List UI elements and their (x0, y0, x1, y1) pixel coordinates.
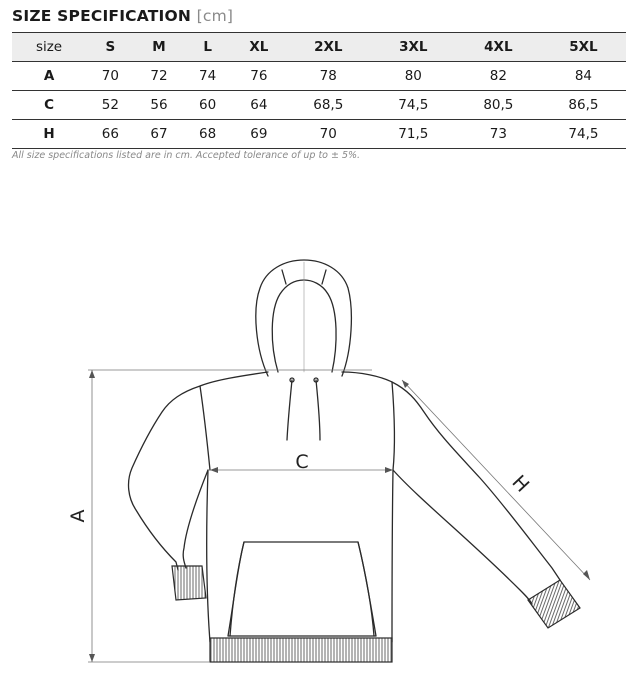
size-column-header: 4XL (455, 32, 541, 62)
table-cell: 76 (231, 61, 286, 91)
table-cell: 69 (231, 119, 286, 149)
table-cell: 66 (86, 119, 135, 149)
table-cell: 64 (231, 90, 286, 120)
table-cell: 80 (370, 61, 456, 91)
table-cell: 71,5 (370, 119, 456, 149)
size-table: size S M L XL 2XL 3XL 4XL 5XL A 70 72 74… (12, 32, 626, 149)
title-unit: [cm] (196, 7, 234, 25)
right-cuff (527, 579, 581, 629)
size-header-row: size S M L XL 2XL 3XL 4XL 5XL (12, 32, 626, 62)
left-cuff (171, 565, 207, 601)
table-row: H 66 67 68 69 70 71,5 73 74,5 (12, 119, 626, 149)
hood-outline (255, 259, 353, 377)
page-title: SIZE SPECIFICATION [cm] (12, 7, 233, 25)
table-cell: 67 (134, 119, 184, 149)
table-cell: 82 (455, 61, 541, 91)
tolerance-note: All size specifications listed are in cm… (12, 150, 361, 161)
table-cell: 73 (455, 119, 541, 149)
size-column-header: 3XL (370, 32, 456, 62)
table-cell: 68,5 (285, 90, 371, 120)
table-cell: 84 (540, 61, 626, 91)
table-cell: 72 (134, 61, 184, 91)
size-column-header: 5XL (540, 32, 626, 62)
table-row: A 70 72 74 76 78 80 82 84 (12, 61, 626, 91)
dimension-label-h: H (507, 471, 533, 496)
size-column-header: M (134, 32, 184, 62)
title-text: SIZE SPECIFICATION (12, 7, 192, 25)
size-column-header: 2XL (285, 32, 371, 62)
kangaroo-pocket (227, 541, 377, 637)
dimension-label-c: C (295, 451, 308, 473)
table-cell: 78 (285, 61, 371, 91)
table-cell: 60 (183, 90, 232, 120)
size-column-header: S (86, 32, 135, 62)
size-corner-label: size (12, 32, 87, 62)
table-cell: 70 (86, 61, 135, 91)
table-cell: 70 (285, 119, 371, 149)
hem-rib (209, 637, 393, 663)
hoodie-body (127, 371, 269, 571)
row-label: A (12, 61, 87, 91)
row-label: C (12, 90, 87, 120)
row-label: H (12, 119, 87, 149)
table-cell: 74,5 (540, 119, 626, 149)
table-cell: 74 (183, 61, 232, 91)
dimension-label-a: A (67, 510, 89, 523)
table-cell: 86,5 (540, 90, 626, 120)
table-cell: 56 (134, 90, 184, 120)
size-column-header: XL (231, 32, 286, 62)
table-cell: 68 (183, 119, 232, 149)
table-row: C 52 56 60 64 68,5 74,5 80,5 86,5 (12, 90, 626, 120)
size-column-header: L (183, 32, 232, 62)
table-cell: 74,5 (370, 90, 456, 120)
table-cell: 52 (86, 90, 135, 120)
table-cell: 80,5 (455, 90, 541, 120)
